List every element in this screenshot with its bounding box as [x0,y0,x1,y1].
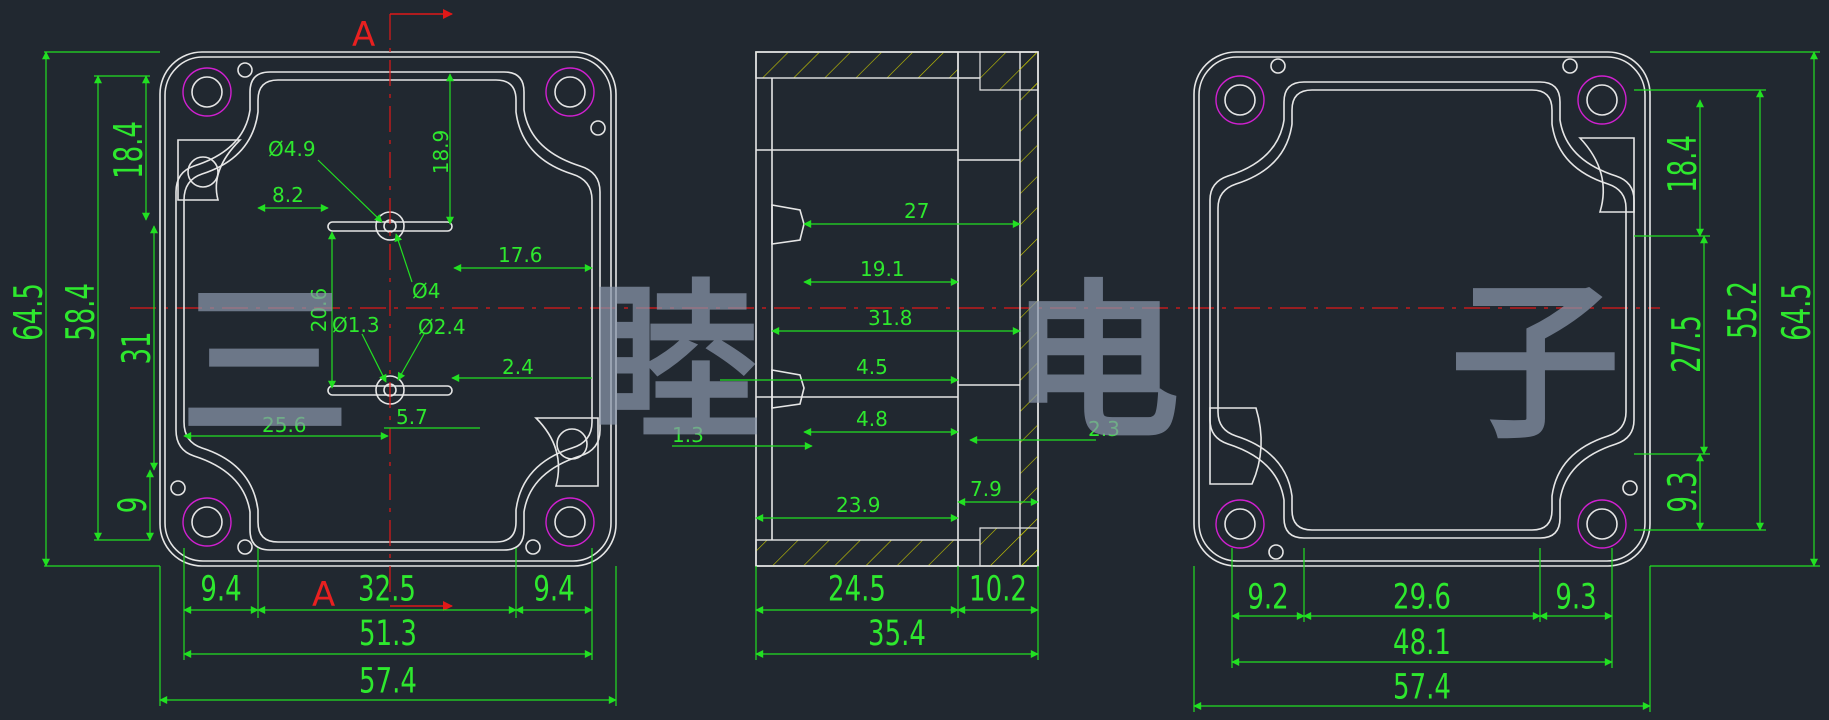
dim-back-27-5: 27.5 [1664,315,1710,373]
dim-front-64-5: 64.5 [6,283,52,341]
dim-front-58-4: 58.4 [58,283,104,341]
dim-hole-1-3: Ø1.3 [332,313,380,337]
dim-front-57-4: 57.4 [359,662,417,702]
dim-front-31: 31 [114,331,160,364]
front-inner-frame [175,71,601,551]
back-hole-bl [1224,508,1256,540]
back-inner-frame [1209,81,1635,539]
dim-front-9: 9 [110,497,156,514]
mount-hole-br [554,506,586,538]
mount-hole-tl [191,76,223,108]
dim-sec-35-4: 35.4 [868,615,926,655]
dim-25-6: 25.6 [262,413,307,437]
dim-back-55-2: 55.2 [1720,281,1766,339]
dim-sec-7-9: 7.9 [970,477,1002,501]
watermark-char-3: 电 [1010,265,1180,463]
dim-back-48-1: 48.1 [1393,623,1451,663]
dim-sec-2-3: 2.3 [1088,417,1120,441]
watermark-char-1: 三 [180,265,350,463]
dim-back-29-6: 29.6 [1393,578,1451,618]
back-hole-tl [1224,84,1256,116]
back-hole-br [1586,508,1618,540]
dim-front-18-4: 18.4 [106,121,152,179]
dim-sec-24-5: 24.5 [828,570,886,610]
dim-hole-4-9: Ø4.9 [268,137,316,161]
dim-back-57-4: 57.4 [1393,668,1451,708]
front-outer-outline [159,51,617,567]
dim-back-9-3-h: 9.3 [1555,578,1596,618]
dim-sec-4-5: 4.5 [856,355,888,379]
back-hole-tr [1586,84,1618,116]
dim-back-9-2: 9.2 [1247,578,1288,618]
dim-front-9-4-right: 9.4 [533,570,574,610]
dim-sec-1-3: 1.3 [672,423,704,447]
dim-5-7: 5.7 [396,405,428,429]
back-view: 64.5 55.2 18.4 27.5 9.3 9.2 29.6 9.3 48.… [1193,51,1820,712]
dim-hole-2-4: Ø2.4 [418,315,466,339]
dim-back-9-3-v: 9.3 [1660,471,1706,512]
dim-17-6: 17.6 [498,243,543,267]
dim-hole-4: Ø4 [412,279,440,303]
dim-sec-31-8: 31.8 [868,306,913,330]
mount-hole-tr [554,76,586,108]
dim-back-18-4: 18.4 [1660,135,1706,193]
dim-back-64-5: 64.5 [1774,283,1820,341]
dim-front-32-5: 32.5 [358,570,416,610]
watermark-char-2: 睦 [590,265,760,463]
dim-sec-23-9: 23.9 [836,493,881,517]
back-outer-outline [1193,51,1651,567]
dim-sec-19-1: 19.1 [860,257,905,281]
section-mark-bottom: A [312,575,335,615]
dim-sec-10-2: 10.2 [969,570,1027,610]
section-view: 27 19.1 31.8 4.5 4.8 1.3 2.3 7.9 23.9 24… [672,51,1120,660]
dim-20-6: 20.6 [307,288,331,333]
mount-hole-bl [191,506,223,538]
dim-2-4: 2.4 [502,355,534,379]
dim-8-2: 8.2 [272,183,304,207]
front-view: A A 64.5 58.4 18.4 31 9 Ø4.9 8.2 18.9 17… [6,9,617,706]
watermark: 三 睦 电 子 [180,265,1620,463]
dim-sec-4-8: 4.8 [856,407,888,431]
dim-18-9: 18.9 [429,130,453,175]
section-mark-top: A [352,15,375,55]
watermark-char-4: 子 [1450,265,1620,463]
dim-front-9-4-left: 9.4 [200,570,241,610]
dim-sec-27: 27 [904,199,929,223]
dim-front-51-3: 51.3 [359,615,417,655]
